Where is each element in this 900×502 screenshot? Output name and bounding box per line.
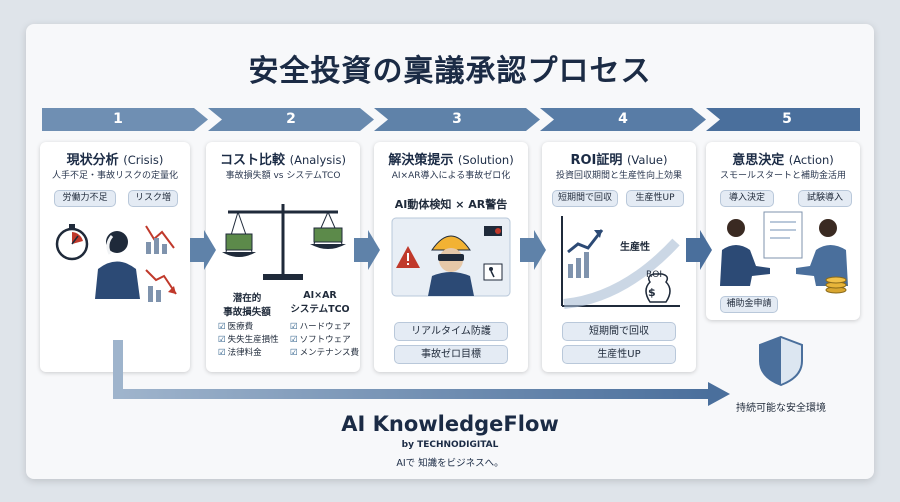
page-title: 安全投資の稟議承認プロセス [248,54,652,89]
brand-by: by TECHNODIGITAL [401,440,499,450]
card-subtitle: AI×AR導入による事故ゼロ化 [391,171,511,181]
pill-short-payback: 短期間で回収 [562,322,676,341]
step-number-1: 1 [113,111,123,127]
left-item: ☑医療費 [218,322,254,332]
chevron-right-icon [520,230,546,270]
card-action: 意思決定 (Action) スモールスタートと補助金活用 導入決定 試験導入 補… [706,142,860,320]
dollar-icon: $ [648,286,656,299]
chart-label-productivity: 生産性 [620,242,650,253]
shield-icon [759,335,803,387]
card-value: ROI証明 (Value) 投資回収期間と生産性向上効果 短期間で回収 生産性U… [542,142,696,372]
card-title: 現状分析 (Crisis) [66,153,164,168]
left-heading: 潜在的事故損失額 [223,293,271,318]
tag-short-payback: 短期間で回収 [552,190,618,207]
card-subtitle: スモールスタートと補助金活用 [719,171,846,181]
right-item: ☑ソフトウェア [290,335,351,345]
step-number-3: 3 [452,111,462,127]
brand-tagline: AIで 知識をビジネスへ。 [396,458,504,469]
step-number-5: 5 [782,111,792,127]
card-subtitle: 投資回収期間と生産性向上効果 [555,171,682,181]
chart-label-roi: ROI [646,270,662,280]
handshake-icon [720,211,848,294]
card-title: 解決策提示 (Solution) [388,153,514,168]
tag-decision: 導入決定 [720,190,774,207]
pill-zero-accident: 事故ゼロ目標 [394,345,508,364]
right-item: ☑ハードウェア [290,322,351,332]
step-bar-4: 4 [540,108,706,131]
crisis-illustration-icon [55,224,177,302]
card-title: コスト比較 (Analysis) [220,153,346,168]
card-crisis: 現状分析 (Crisis) 人手不足・事故リスクの定量化 労働力不足 リスク増 [40,142,190,372]
tag-trial: 試験導入 [798,190,852,207]
scale-icon [222,204,346,280]
tag-productivity-up: 生産性UP [626,190,684,207]
step-bar-1: 1 [42,108,208,131]
solution-headline: AI動体検知 × AR警告 [394,198,508,211]
outcome-label: 持続可能な安全環境 [736,403,826,414]
chevron-right-icon [686,230,712,270]
tag-risk-increase: リスク増 [128,190,178,207]
tag-subsidy: 補助金申請 [720,296,778,313]
tag-labor-shortage: 労働力不足 [54,190,116,207]
card-subtitle: 人手不足・事故リスクの定量化 [51,171,178,181]
chevron-right-icon [354,230,380,270]
card-analysis: コスト比較 (Analysis) 事故損失額 vs システムTCO 潜在的事故損… [206,142,360,372]
right-item: ☑メンテナンス費 [290,348,359,358]
card-solution: 解決策提示 (Solution) AI×AR導入による事故ゼロ化 AI動体検知 … [374,142,528,372]
step-bar-2: 2 [208,108,374,131]
growth-chart-icon [561,216,680,309]
card-title: 意思決定 (Action) [732,153,834,168]
chevron-right-icon [190,230,216,270]
step-number-4: 4 [618,111,628,127]
step-bar-5: 5 [706,108,860,131]
brand-name: AI KnowledgeFlow [341,412,559,436]
left-item: ☑失失生産損性 [218,335,279,345]
left-item: ☑法律料金 [218,348,262,358]
step-number-2: 2 [286,111,296,127]
card-title: ROI証明 (Value) [570,153,668,168]
card-subtitle: 事故損失額 vs システムTCO [225,171,341,181]
pill-productivity-up: 生産性UP [562,345,676,364]
step-bar-3: 3 [374,108,540,131]
worker-ar-icon [391,217,511,297]
flow-arrow-icon [113,340,730,406]
pill-realtime-protection: リアルタイム防護 [394,322,508,341]
